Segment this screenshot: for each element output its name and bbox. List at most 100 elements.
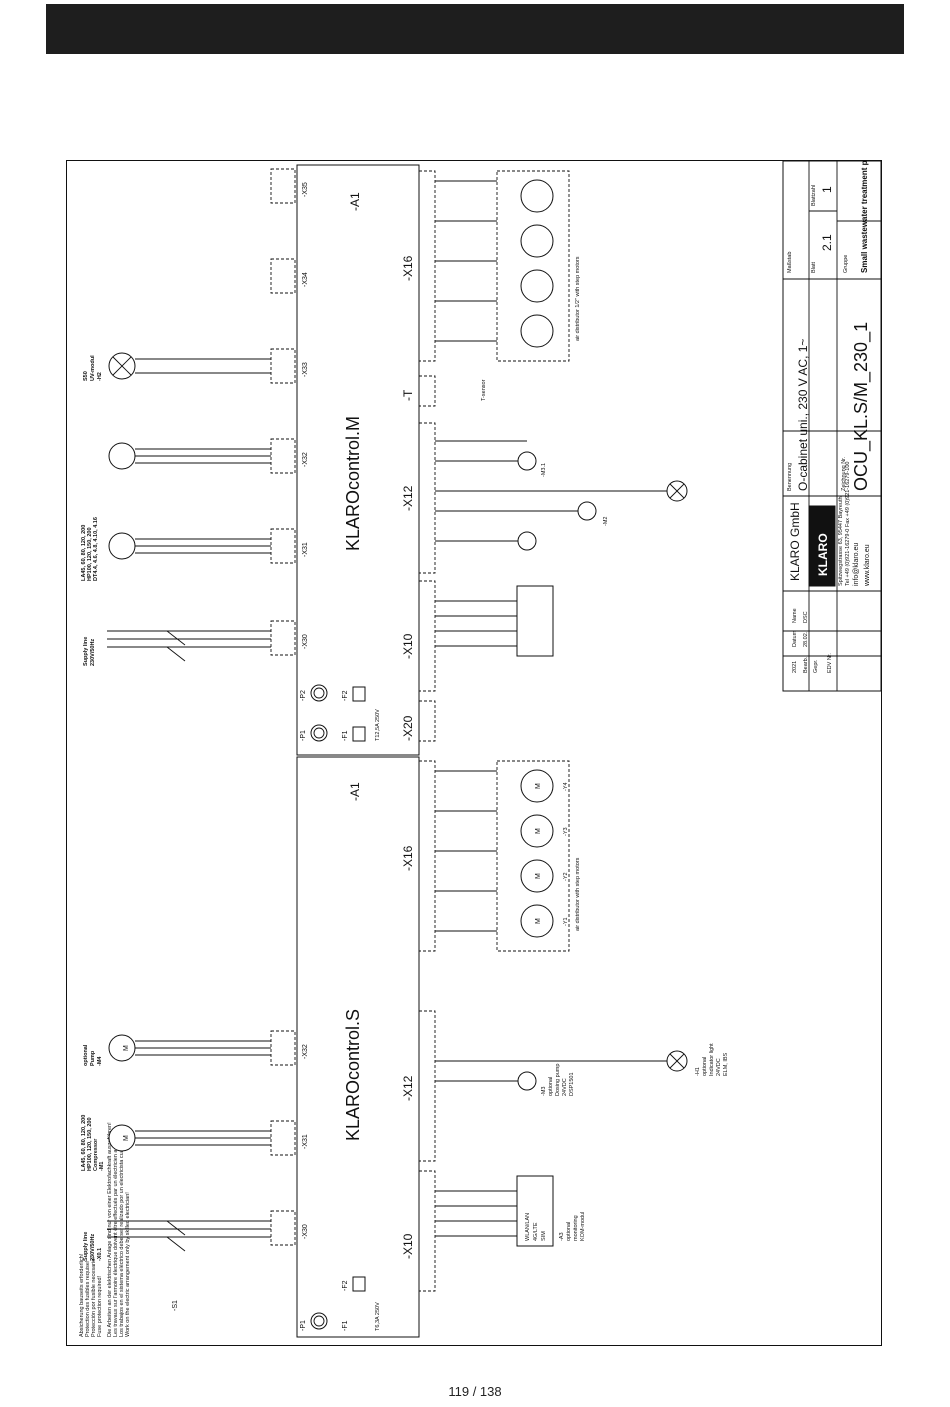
- lower-x16-block: -X16: [401, 760, 436, 952]
- upper-uv-mod: UV-modul: [90, 355, 96, 381]
- klarocontrol-m-box: [296, 164, 420, 756]
- upper-h2: -H2: [97, 372, 103, 381]
- lower-p1-lamp: [310, 1312, 328, 1330]
- tb-benennung-label: Benennung: [787, 463, 793, 491]
- tb-gepr-label: Gepr.: [813, 659, 819, 673]
- tb-datum-label: Datum: [792, 630, 798, 647]
- lower-comp: Compressor: [93, 1138, 99, 1171]
- lower-m4-m: M: [123, 1045, 130, 1051]
- tb-email: info@klaro.eu: [853, 543, 860, 586]
- lower-sim: SIM: [541, 1231, 547, 1241]
- tb-plant: Small wastewater treatment plants: [860, 161, 869, 273]
- upper-supply: Supply line 230V/50Hz: [83, 630, 271, 666]
- upper-uv: S50 UV-modul -H2: [83, 352, 271, 381]
- upper-fuse-rating: T12,5A 250V: [375, 709, 381, 741]
- tb-blatt-label: Blatt: [811, 262, 817, 273]
- lower-a3: WLAN/LAN 4G/LTE SIM -A3 optional monitor…: [435, 1175, 586, 1247]
- note-2: Protection des fusibles requise!: [85, 1260, 91, 1337]
- upper-a3: [435, 585, 554, 657]
- tb-zeichnung-label: Zeichnung Nr.: [841, 456, 847, 491]
- klarocontrol-s-box: [296, 756, 420, 1338]
- lower-f2-fuse: [352, 1276, 366, 1292]
- upper-pump: [108, 442, 271, 470]
- upper-x30: -X30: [302, 634, 309, 649]
- lower-m3-desc: Dosing pump: [555, 1064, 561, 1096]
- lower-h1-desc: Indicator light: [709, 1043, 715, 1076]
- tb-massstab-label: Maßstab: [787, 252, 793, 273]
- upper-air-dist: air distributor 1/2" with step motors: [575, 256, 581, 341]
- tb-phone: Tel +49 (0)921-16279-0 Fax +49 (0)921-16…: [845, 462, 851, 586]
- lower-s1: -S1: [172, 1300, 179, 1311]
- lower-y3: -Y3: [563, 827, 569, 836]
- lower-pump: M optional Pump -M4: [83, 1034, 271, 1066]
- upper-x34: -X34: [302, 272, 309, 287]
- lower-indicators: -P1 -F1 -F2 T6,3A 250V: [300, 1276, 381, 1331]
- note-5: Die Arbeiten an der elektrischen Anlage …: [107, 1122, 113, 1337]
- lower-y4: -Y4: [563, 782, 569, 791]
- lower-y4-m: M: [535, 783, 542, 789]
- lower-controller-title: KLAROcontrol.S: [343, 1009, 363, 1141]
- upper-uv-label: S50: [83, 371, 89, 381]
- upper-x10: -X10: [401, 633, 415, 659]
- tb-blattzahl-label: Blattzahl: [811, 185, 817, 206]
- lower-y1-m: M: [535, 918, 542, 924]
- tb-address: Spitzwegstrasse 63, 95447 Bayreuth: [838, 496, 844, 586]
- upper-x10-block: -X10: [401, 580, 436, 692]
- tb-bearb-name: DSC: [803, 611, 809, 623]
- lower-f1: -F1: [342, 1320, 349, 1331]
- tb-year: 2021: [792, 661, 798, 673]
- lower-a3-mon: monitoring: [573, 1215, 579, 1241]
- lower-m1-m: M: [123, 1135, 130, 1141]
- lower-h1: -H1: [695, 1067, 701, 1076]
- tb-web: www.klaro.eu: [864, 544, 871, 587]
- tb-gruppe-label: Gruppe: [843, 255, 849, 273]
- header-bar: [46, 4, 904, 54]
- note-3: Protección por fusible necesario!: [91, 1257, 97, 1337]
- upper-left-terminals: -X35 -X34 -X33 -X32 -X31 -X30: [270, 168, 309, 656]
- tb-bearb-date: 28.02.: [803, 631, 809, 647]
- klaro-logo-text: KLARO: [816, 533, 830, 576]
- upper-p2-lamp: [310, 684, 328, 702]
- lower-comp-models: LA45, 60, 80, 120, 200: [81, 1115, 87, 1171]
- upper-comp-models2: HP100, 120, 150, 200: [87, 527, 93, 581]
- upper-comp-models: LA45, 60, 80, 120, 200: [81, 525, 87, 581]
- lower-comp-models2: HP100, 120, 150, 200: [87, 1117, 93, 1171]
- upper-x20: -X20: [401, 715, 415, 741]
- upper-motors-y: air distributor 1/2" with step motors: [435, 170, 581, 362]
- upper-t: -T: [401, 389, 415, 401]
- lower-pump: Pump: [90, 1050, 96, 1066]
- lower-y1: -Y1: [563, 917, 569, 926]
- lower-a1: -A1: [348, 782, 362, 801]
- lower-h1-dc: 24VDC: [716, 1058, 722, 1076]
- upper-t-sensor: T-sensor: [481, 379, 487, 401]
- schematic-sheet: 2021 Datum Name Bearb. 28.02. DSC Gepr. …: [66, 141, 882, 1346]
- lower-fuse-rating: T6,3A 250V: [375, 1302, 381, 1331]
- lower-a3-opt: optional: [566, 1222, 572, 1241]
- upper-comp-models3: DT4.4, 4.6, 4.8, 4.10, 4.16: [93, 517, 99, 581]
- lower-y3-m: M: [535, 828, 542, 834]
- upper-x35: -X35: [302, 182, 309, 197]
- title-block: 2021 Datum Name Bearb. 28.02. DSC Gepr. …: [782, 141, 882, 692]
- tb-company: KLARO GmbH: [788, 502, 802, 581]
- lower-left-terminals: -X32 -X31 -X30: [270, 1030, 309, 1246]
- note-1: Absicherung bauseits erforderlich!: [79, 1253, 85, 1337]
- wiring-diagram: 2021 Datum Name Bearb. 28.02. DSC Gepr. …: [79, 141, 882, 1338]
- upper-x16: -X16: [401, 255, 415, 281]
- lower-x12: -X12: [401, 1075, 415, 1101]
- lower-supply-v: 230V/50Hz: [90, 1234, 96, 1261]
- upper-controller-title: KLAROcontrol.M: [343, 416, 363, 551]
- upper-f2-fuse: [352, 686, 366, 702]
- page-number: 119 / 138: [448, 1384, 502, 1399]
- lower-x10-block: -X10: [401, 1170, 436, 1292]
- upper-p1: -P1: [300, 730, 307, 741]
- upper-f1: -F1: [342, 730, 349, 741]
- lower-f2: -F2: [342, 1280, 349, 1291]
- lower-compressor: M LA45, 60, 80, 120, 200 HP100, 120, 150…: [81, 1115, 271, 1171]
- lower-x12-block: -X12: [401, 1010, 436, 1162]
- upper-a1: -A1: [348, 192, 362, 211]
- upper-p2: -P2: [300, 690, 307, 701]
- upper-m3-1: -M3.1: [541, 463, 547, 477]
- note-7: Los trabajos en el sistema eléctrico deb…: [119, 1130, 125, 1337]
- lower-m4: -M4: [97, 1056, 103, 1066]
- lower-supply-label: Supply line: [83, 1232, 89, 1261]
